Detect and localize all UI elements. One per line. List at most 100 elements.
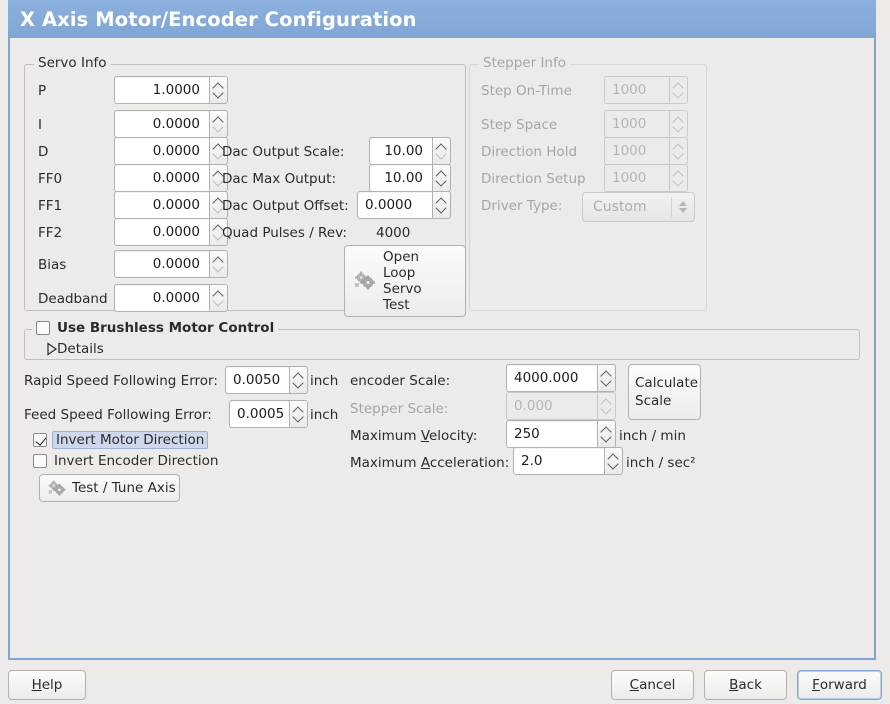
maximum-acceleration-spin[interactable]: 2.0 (513, 447, 623, 475)
dac-max-output-buttons[interactable] (432, 164, 451, 192)
dac-max-output-value[interactable]: 10.00 (369, 164, 432, 192)
servo-value-ff1[interactable]: 0.0000 (114, 191, 209, 219)
spin-down-icon[interactable] (437, 206, 446, 212)
invert-motor-direction-label: Invert Motor Direction (52, 431, 209, 449)
back-post: ack (738, 677, 762, 693)
dac-max-output-spin[interactable]: 10.00 (369, 164, 451, 192)
rapid-speed-unit: inch (310, 373, 339, 389)
servo-value-ff0[interactable]: 0.0000 (114, 164, 209, 192)
test-tune-axis-button[interactable]: Test / Tune Axis (39, 474, 180, 502)
maximum-acceleration-value[interactable]: 2.0 (513, 447, 604, 475)
brushless-legend-wrap: Use Brushless Motor Control (32, 320, 279, 339)
max-velocity-label-pre: Maximum (350, 428, 421, 444)
spin-down-icon (674, 125, 683, 131)
open-loop-servo-test-button[interactable]: Open Loop Servo Test (344, 245, 466, 317)
spin-down-icon[interactable] (437, 179, 446, 185)
servo-spin-i[interactable]: 0.0000 (114, 110, 228, 138)
servo-value-i[interactable]: 0.0000 (114, 110, 209, 138)
encoder-scale-spin[interactable]: 4000.000 (506, 364, 616, 392)
servo-label-ff1: FF1 (38, 198, 63, 214)
stepper-info-frame (469, 64, 707, 311)
dac-output-scale-spin[interactable]: 10.00 (369, 137, 451, 165)
spin-down-icon[interactable] (602, 435, 611, 441)
dac-output-scale-value[interactable]: 10.00 (369, 137, 432, 165)
window-title-bar: X Axis Motor/Encoder Configuration (8, 0, 876, 38)
servo-value-ff2[interactable]: 0.0000 (114, 218, 209, 246)
spin-down-icon[interactable] (294, 415, 303, 421)
servo-spin-i-buttons[interactable] (209, 110, 228, 138)
spin-down-icon[interactable] (214, 299, 223, 305)
servo-spin-ff2[interactable]: 0.0000 (114, 218, 228, 246)
driver-type-value: Custom (593, 199, 647, 215)
spin-down-icon[interactable] (609, 462, 618, 468)
spin-down-icon[interactable] (214, 91, 223, 97)
servo-value-p[interactable]: 1.0000 (114, 76, 209, 104)
step-space-buttons (669, 110, 688, 138)
servo-spin-ff1[interactable]: 0.0000 (114, 191, 228, 219)
invert-encoder-direction-checkbox[interactable]: Invert Encoder Direction (33, 453, 218, 469)
maximum-velocity-spin[interactable]: 250 (506, 420, 616, 448)
feed-speed-following-error-spin[interactable]: 0.0005 (229, 400, 308, 428)
servo-value-d[interactable]: 0.0000 (114, 137, 209, 165)
dac-output-offset-value[interactable]: 0.0000 (357, 191, 432, 219)
spin-down-icon (674, 91, 683, 97)
spin-down-icon[interactable] (437, 152, 446, 158)
dac-output-offset-spin[interactable]: 0.0000 (357, 191, 451, 219)
calculate-scale-line-2: Scale (635, 393, 672, 409)
servo-spin-ff2-buttons[interactable] (209, 218, 228, 246)
dac-output-scale-buttons[interactable] (432, 137, 451, 165)
direction-setup-label: Direction Setup (481, 171, 586, 187)
test-tune-axis-label: Test / Tune Axis (72, 480, 176, 496)
servo-label-ff0: FF0 (38, 171, 63, 187)
servo-spin-ff0[interactable]: 0.0000 (114, 164, 228, 192)
checkbox-box[interactable] (36, 321, 50, 335)
spin-down-icon[interactable] (294, 381, 303, 387)
rapid-spin-buttons[interactable] (289, 366, 308, 394)
feed-spin-buttons[interactable] (289, 400, 308, 428)
encoder-scale-buttons[interactable] (597, 364, 616, 392)
checkbox-box[interactable] (33, 433, 47, 447)
servo-spin-deadband[interactable]: 0.0000 (114, 284, 228, 312)
direction-hold-label: Direction Hold (481, 144, 578, 160)
step-on-time-label: Step On-Time (481, 83, 572, 99)
direction-setup-buttons (669, 164, 688, 192)
details-expander[interactable]: Details (38, 341, 104, 357)
encoder-scale-label: encoder Scale: (350, 373, 451, 389)
rapid-speed-following-error-value[interactable]: 0.0050 (225, 366, 289, 394)
maximum-acceleration-buttons[interactable] (604, 447, 623, 475)
servo-spin-bias[interactable]: 0.0000 (114, 250, 228, 278)
invert-motor-direction-checkbox[interactable]: Invert Motor Direction (33, 431, 209, 449)
step-space-label: Step Space (481, 117, 558, 133)
feed-speed-following-error-value[interactable]: 0.0005 (229, 400, 289, 428)
dac-output-offset-buttons[interactable] (432, 191, 451, 219)
open-loop-line-3: Servo (383, 281, 422, 297)
stepper-scale-spin: 0.000 (506, 392, 616, 420)
spin-down-icon[interactable] (214, 125, 223, 131)
rapid-speed-following-error-spin[interactable]: 0.0050 (225, 366, 308, 394)
use-brushless-motor-control-checkbox[interactable]: Use Brushless Motor Control (36, 320, 274, 336)
servo-spin-p[interactable]: 1.0000 (114, 76, 228, 104)
servo-spin-p-buttons[interactable] (209, 76, 228, 104)
maximum-velocity-value[interactable]: 250 (506, 420, 597, 448)
servo-value-deadband[interactable]: 0.0000 (114, 284, 209, 312)
chevron-right-icon[interactable] (38, 342, 58, 356)
servo-info-frame (24, 64, 466, 311)
maximum-velocity-buttons[interactable] (597, 420, 616, 448)
servo-spin-deadband-buttons[interactable] (209, 284, 228, 312)
max-accel-mnemonic: A (420, 455, 430, 471)
spin-down-icon[interactable] (214, 265, 223, 271)
step-space-value: 1000 (604, 110, 669, 138)
servo-value-bias[interactable]: 0.0000 (114, 250, 209, 278)
checkbox-box[interactable] (33, 454, 47, 468)
rapid-speed-following-error-label: Rapid Speed Following Error: (24, 373, 218, 389)
calculate-scale-button[interactable]: Calculate Scale (628, 364, 701, 420)
encoder-scale-value[interactable]: 4000.000 (506, 364, 597, 392)
brushless-group: Use Brushless Motor Control Details (24, 320, 860, 360)
servo-spin-bias-buttons[interactable] (209, 250, 228, 278)
spin-down-icon[interactable] (602, 379, 611, 385)
servo-spin-d[interactable]: 0.0000 (114, 137, 228, 165)
